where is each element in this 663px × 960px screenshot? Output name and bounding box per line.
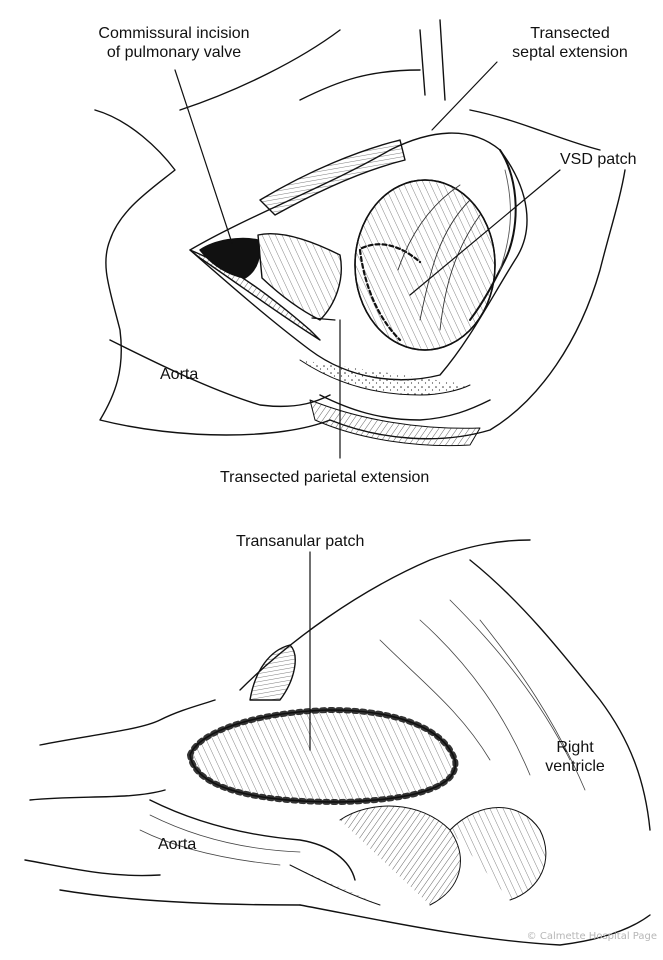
label-commissural-incision: Commissural incision of pulmonary valve bbox=[98, 25, 250, 61]
top-panel bbox=[94, 19, 626, 459]
label-aorta-bottom: Aorta bbox=[158, 836, 197, 853]
bottom-panel bbox=[24, 539, 651, 946]
label-transanular-patch: Transanular patch bbox=[236, 533, 365, 550]
label-transected-parietal-extension: Transected parietal extension bbox=[220, 469, 430, 486]
watermark: © Calmette Hospital Page bbox=[526, 931, 657, 942]
label-vsd-patch: VSD patch bbox=[560, 151, 637, 168]
label-right-ventricle: Right ventricle bbox=[545, 739, 605, 775]
label-aorta-top: Aorta bbox=[160, 366, 199, 383]
label-transected-septal-extension: Transected septal extension bbox=[512, 25, 628, 61]
